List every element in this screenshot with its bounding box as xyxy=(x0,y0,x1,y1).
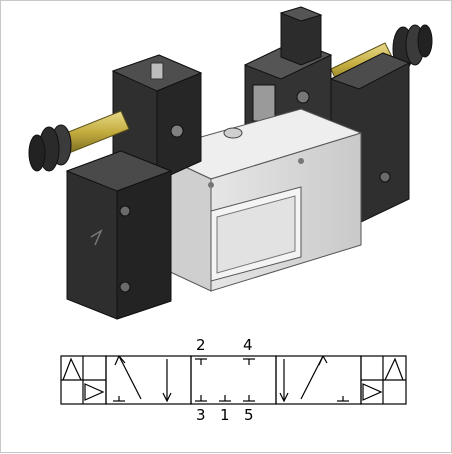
port-label-2: 2 xyxy=(196,336,206,354)
left-override-bracket xyxy=(111,54,203,182)
right-actuator-symbol xyxy=(360,355,407,405)
left-operator-block xyxy=(65,150,173,320)
position-right xyxy=(275,355,362,405)
left-actuator-symbol xyxy=(60,355,107,405)
port-label-1: 1 xyxy=(220,406,230,424)
valve-illustration xyxy=(28,6,433,320)
port-label-4: 4 xyxy=(243,336,253,354)
port-label-5: 5 xyxy=(244,406,254,424)
port-label-3: 3 xyxy=(196,406,206,424)
left-stem xyxy=(28,110,130,172)
position-middle xyxy=(190,355,277,405)
